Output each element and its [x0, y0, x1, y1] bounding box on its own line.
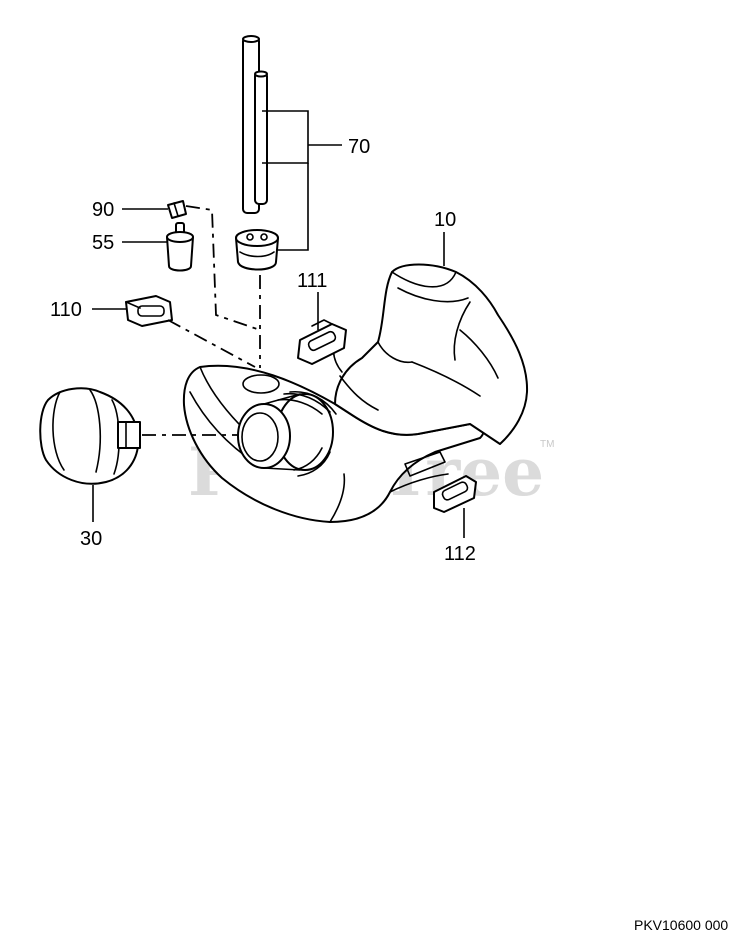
fuel-cap-part-30 [39, 387, 141, 485]
reference-code: PKV10600 000 [634, 917, 728, 933]
callout-70: 70 [348, 136, 370, 158]
tank-grommet [235, 229, 279, 271]
callout-110: 110 [50, 299, 82, 321]
grommet-part-111 [297, 319, 347, 365]
watermark-tm: TM [540, 439, 554, 450]
callout-112: 112 [444, 543, 476, 565]
clip-part-90 [167, 200, 187, 219]
callout-90: 90 [92, 199, 114, 221]
grommet-part-112 [433, 475, 477, 513]
callout-10: 10 [434, 209, 456, 231]
leader-lines [92, 110, 465, 538]
callout-30: 30 [80, 528, 102, 550]
assembly-lines [142, 205, 261, 436]
callout-111: 111 [297, 270, 327, 292]
fuel-hoses-part-70 [242, 35, 268, 214]
grommet-part-110 [125, 295, 173, 327]
callout-labels: 70 90 55 10 110 111 30 112 [50, 136, 476, 565]
filter-part-55 [166, 222, 194, 272]
callout-55: 55 [92, 232, 114, 254]
fuel-tank-part-10 [182, 263, 529, 523]
